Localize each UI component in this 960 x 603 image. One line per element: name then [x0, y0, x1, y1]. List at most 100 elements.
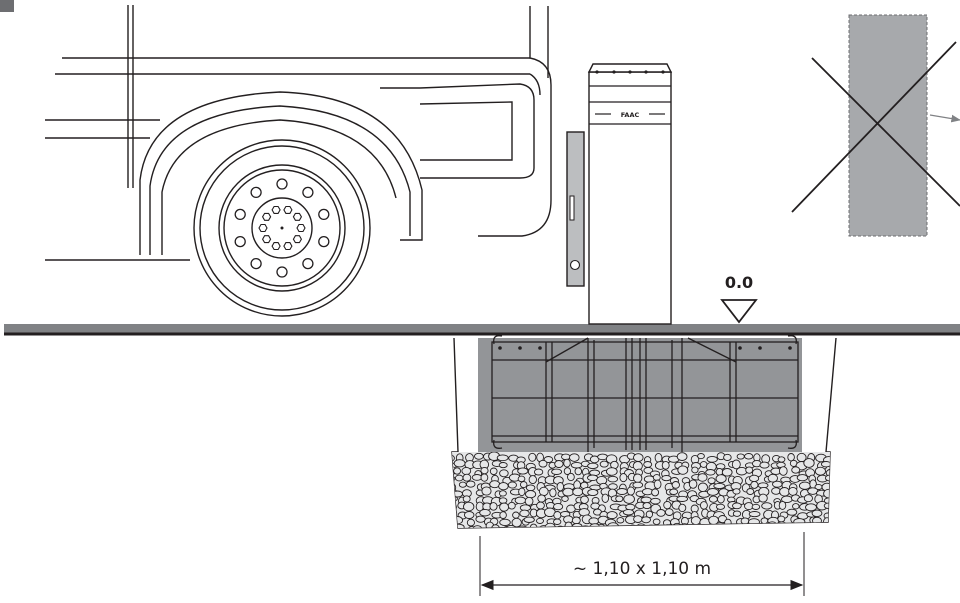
gravel-stone: [835, 503, 844, 511]
gravel-stone: [761, 524, 770, 528]
truck: [45, 5, 552, 317]
gravel-stone: [553, 502, 564, 511]
gravel-stone: [512, 511, 520, 519]
gravel-stone: [589, 523, 601, 528]
gravel-stone: [791, 466, 801, 474]
gravel-stone: [798, 481, 811, 490]
corner-tab: [0, 0, 14, 12]
cross-line-a: [811, 57, 960, 207]
gravel-stone: [753, 523, 761, 528]
gravel-stone: [525, 490, 537, 499]
gravel-stone: [706, 455, 718, 463]
gravel-stone: [551, 468, 563, 475]
gravel-stone: [498, 497, 508, 504]
lug-nut: [318, 235, 330, 248]
gravel-stone: [587, 474, 599, 482]
wheel-lug-nuts: [234, 178, 330, 278]
invalid-installation: [791, 14, 960, 237]
gravel-stone: [641, 516, 651, 524]
gravel-stone: [676, 452, 688, 461]
gravel-stone: [458, 481, 467, 488]
gravel-stone: [633, 473, 643, 483]
gravel-stone: [786, 508, 798, 516]
gravel-stone: [721, 468, 733, 477]
gravel-stone: [517, 475, 526, 483]
gravel-stone: [615, 495, 624, 503]
gravel-stone: [580, 495, 589, 504]
gravel-stone: [626, 486, 635, 496]
gravel-stone: [606, 511, 618, 520]
gravel-stone: [514, 496, 527, 505]
lug-nut: [276, 266, 288, 278]
gravel-stone: [736, 453, 745, 460]
gravel-stone: [498, 482, 509, 491]
gravel-stone: [466, 518, 475, 527]
gravel-stone: [699, 501, 708, 510]
gravel-stone: [823, 517, 830, 527]
gravel-stone: [832, 491, 840, 498]
gravel-stone: [831, 526, 838, 532]
gravel-stone: [580, 525, 591, 528]
gravel-stone: [787, 453, 795, 462]
gravel-stone: [715, 474, 727, 484]
gravel-stone: [507, 481, 517, 489]
gravel-stone: [574, 467, 583, 476]
gravel-stone: [553, 518, 562, 525]
gravel-stone: [496, 454, 509, 462]
gravel-stone: [452, 523, 465, 528]
gravel-stone: [663, 500, 672, 510]
gravel-stone: [625, 503, 636, 511]
gravel-stone: [622, 509, 635, 516]
gravel-stone: [474, 452, 484, 460]
lug-nut: [302, 186, 314, 199]
gravel-stone: [570, 461, 583, 469]
gravel-stone: [797, 522, 809, 528]
gravel-stone: [743, 526, 753, 528]
gravel-stone: [715, 503, 726, 510]
gravel-stone: [525, 484, 536, 492]
gravel-stone: [708, 495, 718, 503]
gravel-stone: [745, 466, 754, 474]
gravel-stone: [489, 502, 498, 511]
gravel-stone: [463, 501, 475, 512]
gravel-stone: [462, 473, 472, 482]
gravel-stone: [803, 494, 813, 503]
gravel-stone: [511, 517, 522, 528]
gravel-stone: [662, 524, 674, 528]
bollard-brand-label: FAAC: [621, 111, 640, 119]
level-triangle-icon: [720, 299, 758, 324]
gravel-stone: [661, 475, 672, 482]
gravel-stone: [814, 466, 826, 476]
gravel-stone: [746, 488, 755, 495]
gravel-stone: [690, 516, 701, 526]
gravel-stone: [645, 524, 657, 528]
hub-bolt: [283, 242, 293, 251]
gravel-stone: [498, 490, 507, 497]
gravel-stone: [564, 521, 573, 528]
gravel-stone: [640, 496, 652, 504]
gravel-stone: [489, 467, 498, 476]
gravel-stone: [562, 487, 574, 497]
gravel-stone: [786, 526, 798, 528]
gravel-stone: [804, 526, 817, 528]
wheel-center: [280, 226, 284, 230]
gravel-stone: [498, 462, 508, 469]
gravel-stone: [599, 460, 609, 468]
gravel-stone: [834, 474, 843, 483]
gravel-stone: [563, 458, 571, 468]
gravel-stone: [453, 459, 466, 468]
gravel-stone: [563, 467, 572, 475]
gravel-stone: [480, 473, 489, 482]
gravel-stone: [572, 487, 584, 497]
gravel-stone: [528, 452, 537, 462]
gravel-stone: [633, 515, 643, 523]
gravel-stone: [619, 473, 628, 483]
dimension-label: ~ 1,10 x 1,10 m: [573, 559, 711, 579]
gravel-stone: [823, 502, 830, 509]
gravel-stone: [480, 466, 489, 475]
hub-bolt: [296, 223, 306, 233]
hub-bolt: [292, 235, 303, 244]
gravel-stone: [524, 496, 534, 506]
